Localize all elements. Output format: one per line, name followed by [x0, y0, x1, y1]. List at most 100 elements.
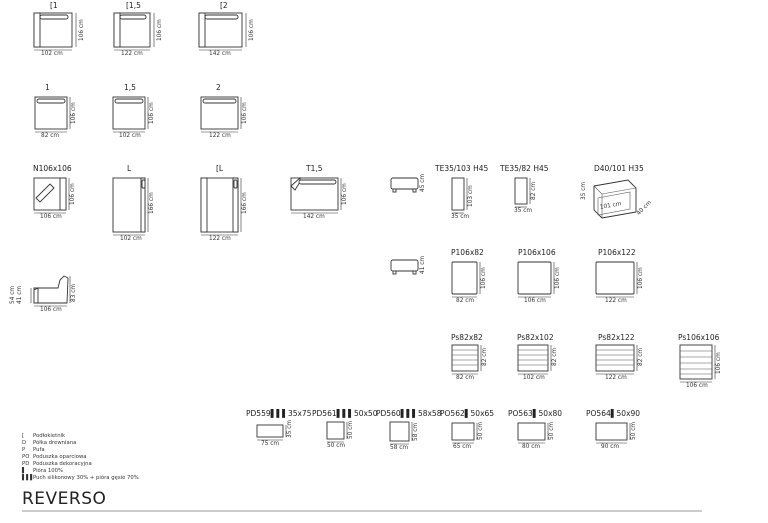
module-width: 35 cm [514, 208, 533, 214]
module-width: 106 cm [40, 214, 62, 220]
fill-mark-triple: ▌▌▌ [336, 409, 354, 418]
module-width: 82 cm [456, 375, 475, 381]
module-width: 102 cm [41, 51, 63, 57]
module-width: 82 cm [456, 298, 475, 304]
module-code: PD560▌▌▌58x58 [376, 410, 441, 418]
code-size: 50x90 [616, 409, 641, 418]
module-width: 106 cm [686, 383, 708, 389]
module-height: 106 cm [481, 267, 487, 289]
legend-text: Poduszka oparciowa [33, 454, 87, 460]
module-drawing-m29 [595, 422, 631, 444]
module-width: 102 cm [120, 236, 142, 242]
module-height: 50 cm [478, 421, 484, 440]
legend-item: [Podłokietnik [22, 433, 66, 439]
module-drawing-m9 [200, 177, 242, 236]
module-height: 82 cm [531, 181, 537, 200]
module-width: 58 cm [390, 445, 409, 451]
code-size: 35x75 [287, 409, 312, 418]
module-code: N106x106 [33, 164, 72, 173]
module-drawing-m10 [290, 176, 342, 214]
module-width: 122 cm [209, 133, 231, 139]
code-size: 50x65 [470, 409, 495, 418]
module-height: 106 cm [638, 267, 644, 289]
module-height-back: 54 cm [10, 285, 16, 304]
legend-symbol: D [22, 440, 27, 446]
module-drawing-m22 [595, 344, 638, 375]
module-height: 82 cm [552, 347, 558, 366]
module-drawing-m15 [390, 259, 419, 275]
module-code: PD559▌▌▌35x75 [246, 410, 311, 418]
module-drawing-m1 [33, 12, 77, 51]
module-height: 106 cm [71, 102, 77, 124]
code-prefix: PO563 [508, 409, 533, 418]
module-drawing-m24 [256, 424, 287, 441]
legend-item: ▌▌▌Puch silikonowy 30% + pióra gęsie 70% [22, 475, 139, 481]
module-code: PO562▌50x65 [440, 410, 494, 418]
module-height: 106 cm [249, 19, 255, 41]
module-height: 45 cm [420, 173, 426, 192]
module-width: 106 cm [524, 298, 546, 304]
code-prefix: PD561 [312, 409, 337, 418]
legend-text: Poduszka dekoracyjna [33, 461, 92, 467]
module-drawing-m7 [33, 177, 70, 214]
module-width: 102 cm [119, 133, 141, 139]
module-drawing-m8 [112, 177, 149, 236]
module-height: 41 cm [420, 255, 426, 274]
module-code: 1,5 [124, 83, 136, 92]
module-drawing-m5 [112, 96, 149, 133]
module-height: 82 cm [638, 347, 644, 366]
module-drawing-m14 [593, 179, 637, 219]
module-drawing-m20 [451, 344, 482, 375]
module-drawing-m3 [198, 12, 247, 51]
legend-symbol: PD [22, 461, 30, 467]
module-height: 106 cm [242, 102, 248, 124]
code-size: 58x58 [417, 409, 442, 418]
module-height: 106 cm [716, 352, 722, 374]
module-height: 106 cm [149, 102, 155, 124]
module-width: 122 cm [605, 298, 627, 304]
fill-mark-single: ▌ [464, 409, 471, 418]
module-code: P106x82 [451, 248, 484, 257]
module-drawing-m25 [326, 421, 348, 443]
module-code: T1,5 [306, 164, 323, 173]
module-width: 82 cm [41, 133, 60, 139]
module-height: 106 cm [79, 19, 85, 41]
legend-symbol: ▌ [22, 468, 27, 474]
module-code: TE35/82 H45 [500, 164, 549, 173]
module-width: 50 cm [327, 443, 346, 449]
module-height: 103 cm [468, 185, 474, 207]
module-height: 166 cm [242, 192, 248, 214]
fill-mark-triple: ▌▌▌ [400, 409, 418, 418]
module-height: 82 cm [482, 347, 488, 366]
module-width: 80 cm [522, 444, 541, 450]
module-height: 106 cm [555, 267, 561, 289]
legend-text: Podłokietnik [33, 433, 66, 439]
module-width: 142 cm [303, 214, 325, 220]
module-drawing-m16 [451, 261, 481, 298]
module-code: PO563▌50x80 [508, 410, 562, 418]
module-width: 65 cm [453, 444, 472, 450]
module-height: 83 cm [71, 283, 77, 302]
module-code: [1,5 [126, 1, 141, 10]
fill-mark-single: ▌ [610, 409, 617, 418]
module-width: 35 cm [451, 214, 470, 220]
module-drawing-m26 [389, 421, 413, 445]
module-drawing-m21 [517, 344, 552, 375]
module-width: 122 cm [121, 51, 143, 57]
module-width: 102 cm [523, 375, 545, 381]
module-code: Ps82x102 [517, 333, 554, 342]
module-drawing-m6 [200, 96, 242, 133]
legend-symbol: ▌▌▌ [22, 475, 35, 481]
module-code: L [127, 164, 132, 173]
code-size: 50x80 [538, 409, 563, 418]
fill-mark-triple: ▌▌▌ [270, 409, 288, 418]
module-drawing-m4 [34, 96, 71, 133]
module-height: 50 cm [631, 421, 637, 440]
module-code: [L [216, 164, 224, 173]
module-height: 58 cm [413, 422, 419, 441]
module-code: PO564▌50x90 [586, 410, 640, 418]
